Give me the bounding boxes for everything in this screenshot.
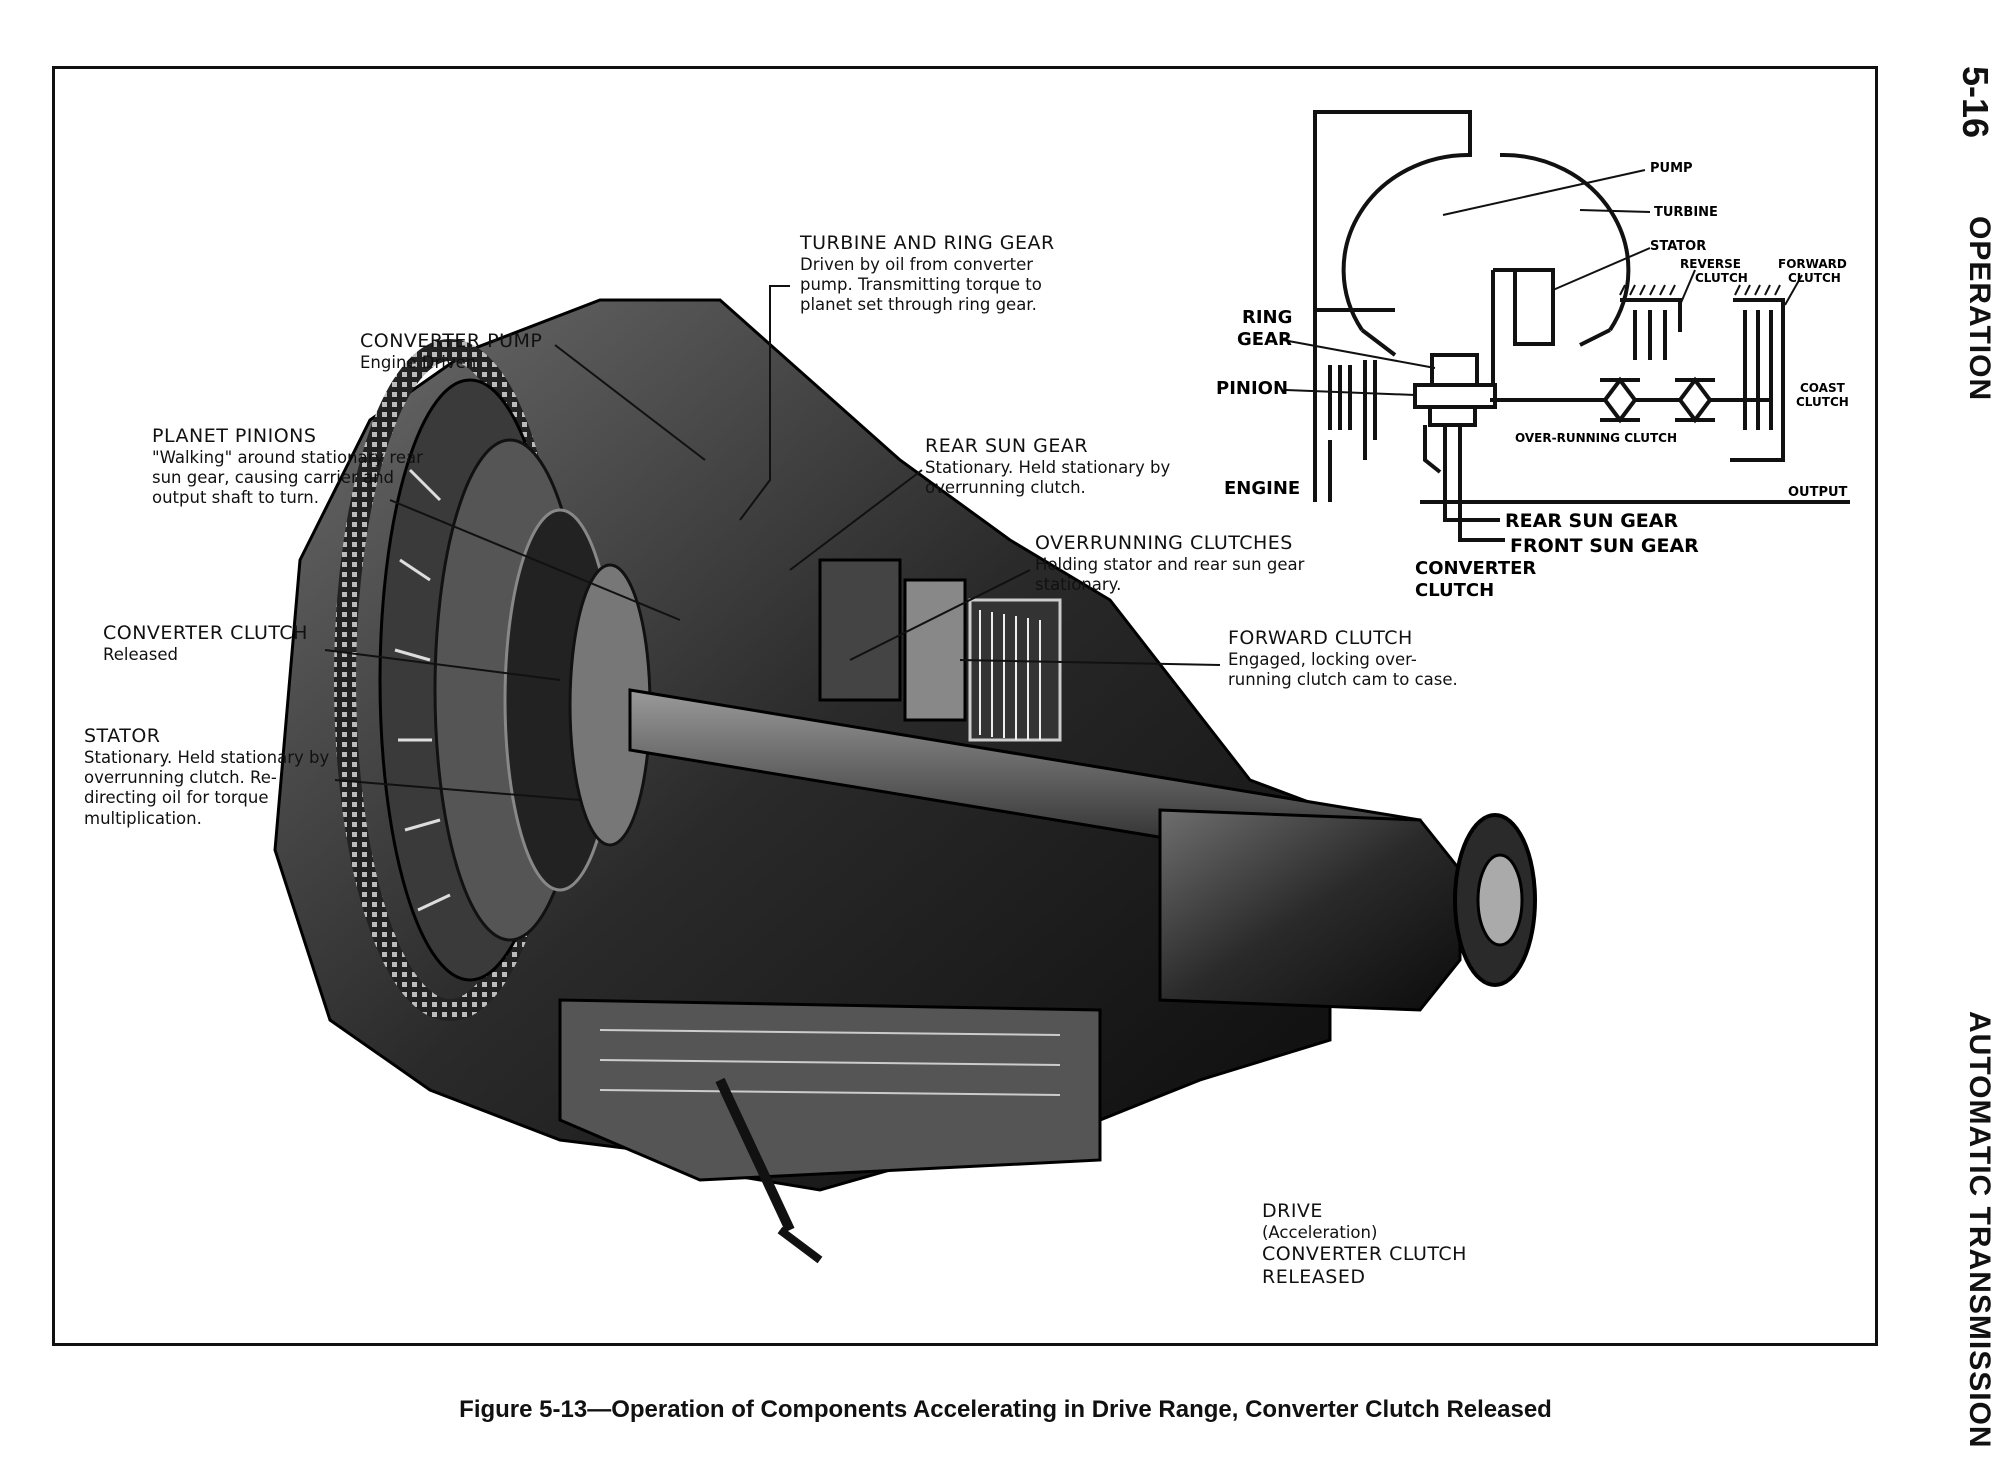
callout-title: CONVERTER PUMP <box>360 330 543 352</box>
schematic-label-rear-sun-gear: REAR SUN GEAR <box>1505 510 1678 532</box>
schematic-label-output: OUTPUT <box>1788 485 1848 500</box>
figure-frame <box>52 66 1878 1346</box>
callout-text: Released <box>103 645 178 665</box>
drive-state-line: RELEASED <box>1262 1266 1366 1289</box>
schematic-label-reverse-clutch-2: CLUTCH <box>1695 271 1748 285</box>
drive-state-line: (Acceleration) <box>1262 1223 1378 1243</box>
callout-title: PLANET PINIONS <box>152 425 317 447</box>
callout-text: Stationary. Held stationary by overrunni… <box>84 748 330 828</box>
schematic-label-engine: ENGINE <box>1224 478 1300 499</box>
drive-state-label: DRIVE (Acceleration) CONVERTER CLUTCH RE… <box>1262 1200 1522 1290</box>
schematic-label-forward-clutch-1: FORWARD <box>1778 257 1847 271</box>
callout-title: FORWARD CLUTCH <box>1228 627 1413 649</box>
callout-converter-pump: CONVERTER PUMP Engine Driven <box>360 330 590 373</box>
callout-overrunning-clutches: OVERRUNNING CLUTCHES Holding stator and … <box>1035 532 1315 595</box>
callout-title: REAR SUN GEAR <box>925 435 1089 457</box>
figure-caption: Figure 5-13—Operation of Components Acce… <box>459 1396 1552 1423</box>
schematic-label-front-sun-gear: FRONT SUN GEAR <box>1510 535 1699 557</box>
schematic-label-converter-clutch-1: CONVERTER <box>1415 558 1536 579</box>
callout-rear-sun-gear: REAR SUN GEAR Stationary. Held stationar… <box>925 435 1185 498</box>
callout-title: OVERRUNNING CLUTCHES <box>1035 532 1293 554</box>
schematic-label-pinion: PINION <box>1216 378 1288 399</box>
schematic-label-forward-clutch-2: CLUTCH <box>1788 271 1841 285</box>
schematic-label-over-running-clutch: OVER-RUNNING CLUTCH <box>1515 431 1677 445</box>
power-flow-schematic: PUMP TURBINE STATOR REVERSE CLUTCH FORWA… <box>1216 110 1850 601</box>
callout-text: Engaged, locking over-running clutch cam… <box>1228 650 1458 690</box>
callout-stator: STATOR Stationary. Held stationary by ov… <box>84 725 334 829</box>
callout-text: Engine Driven <box>360 353 477 373</box>
callout-title: TURBINE AND RING GEAR <box>800 232 1055 254</box>
schematic-label-ring-gear-1: RING <box>1242 307 1292 328</box>
callout-text: Driven by oil from converter pump. Trans… <box>800 255 1042 315</box>
schematic-label-pump: PUMP <box>1650 161 1693 176</box>
callout-forward-clutch: FORWARD CLUTCH Engaged, locking over-run… <box>1228 627 1458 690</box>
schematic-label-coast-clutch-1: COAST <box>1800 381 1846 395</box>
callout-title: CONVERTER CLUTCH <box>103 622 308 644</box>
schematic-label-converter-clutch-2: CLUTCH <box>1415 580 1494 601</box>
callout-text: Holding stator and rear sun gear station… <box>1035 555 1305 595</box>
schematic-label-stator: STATOR <box>1650 239 1706 254</box>
callout-title: STATOR <box>84 725 161 747</box>
callout-text: "Walking" around stationary rear sun gea… <box>152 448 423 508</box>
callout-turbine-ring-gear: TURBINE AND RING GEAR Driven by oil from… <box>800 232 1070 316</box>
schematic-label-turbine: TURBINE <box>1654 205 1718 220</box>
callout-converter-clutch: CONVERTER CLUTCH Released <box>103 622 343 665</box>
schematic-label-coast-clutch-2: CLUTCH <box>1796 395 1849 409</box>
schematic-label-ring-gear-2: GEAR <box>1237 329 1292 350</box>
callout-planet-pinions: PLANET PINIONS "Walking" around stationa… <box>152 425 432 509</box>
callout-text: Stationary. Held stationary by overrunni… <box>925 458 1171 498</box>
schematic-label-reverse-clutch-1: REVERSE <box>1680 257 1741 271</box>
drive-state-line: DRIVE <box>1262 1200 1323 1222</box>
drive-state-line: CONVERTER CLUTCH <box>1262 1243 1467 1266</box>
